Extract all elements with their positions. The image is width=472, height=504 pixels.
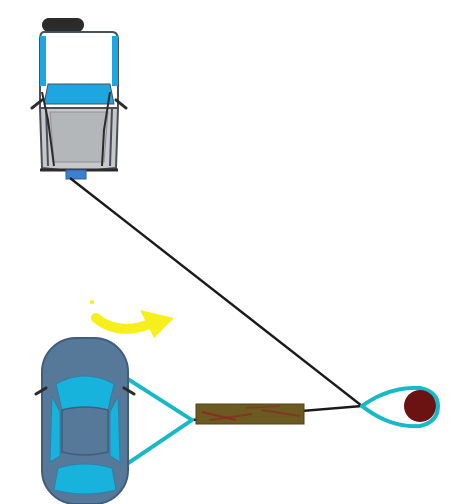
- truck-left-mirror-icon: [30, 98, 44, 110]
- pulley-wheel-icon: [404, 390, 436, 422]
- anchor-log-grain-3: [261, 409, 301, 417]
- rotation-arrow-head: [140, 310, 174, 338]
- spare-tire-icon: [42, 18, 84, 32]
- pulley-strap: [360, 385, 440, 429]
- anchor-log-grain-1: [201, 410, 237, 422]
- truck-right-mirror-icon: [114, 98, 128, 110]
- pickup-truck: [30, 18, 128, 180]
- car-left-window: [49, 395, 61, 463]
- log-anchor-icon: [195, 403, 305, 425]
- car-rear-window: [53, 463, 117, 495]
- rotation-arrow-shaft: [91, 313, 155, 334]
- truck-bed-rail-left: [45, 107, 49, 167]
- truck-bed-rail-right: [109, 107, 113, 167]
- truck-strap-right: [101, 91, 111, 167]
- truck-right-pillar: [112, 36, 118, 86]
- snatch-block-pulley: [360, 385, 440, 429]
- car-windshield: [55, 375, 115, 411]
- truck-bed-inner: [49, 111, 109, 163]
- car-right-window: [109, 395, 121, 463]
- anchor-log-grain-2: [209, 413, 253, 421]
- anchor-log-grain-4: [245, 405, 281, 409]
- truck-hitch-icon: [65, 169, 87, 180]
- truck-strap-left: [41, 91, 55, 167]
- curved-rotation-arrow-icon: [90, 300, 174, 338]
- car-harness-strap: [118, 372, 194, 468]
- car-roof: [61, 406, 109, 456]
- truck-rear-window: [43, 83, 115, 105]
- cable-truck-to-pulley: [69, 177, 363, 407]
- truck-left-pillar: [40, 36, 46, 86]
- rotation-arrow-dot: [90, 300, 94, 304]
- car-left-mirror-icon: [34, 386, 48, 396]
- stuck-car: [34, 337, 194, 504]
- car-right-mirror-icon: [122, 386, 136, 396]
